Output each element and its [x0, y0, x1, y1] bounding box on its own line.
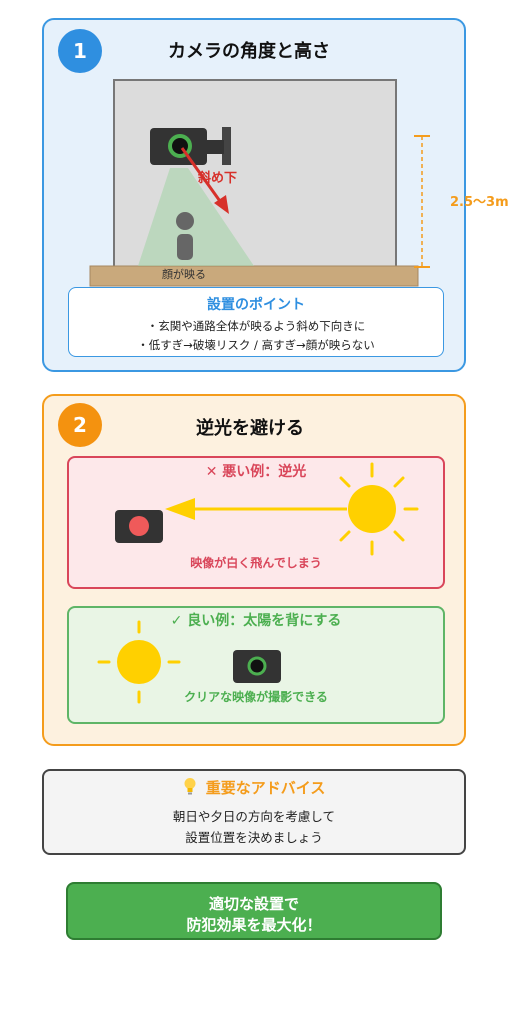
- advice-header: 重要なアドバイス: [44, 777, 464, 798]
- advice-line: 設置位置を決めましょう: [185, 830, 323, 845]
- installation-point-item: ・低すぎ→破壊リスク / 高すぎ→顔が映らない: [137, 338, 375, 352]
- good-example-box: ✓ 良い例：太陽を背にする クリアな映像が撮影できる: [67, 606, 445, 724]
- bad-example-box: ✕ 悪い例：逆光: [67, 456, 445, 589]
- good-example-diagram: [97, 620, 281, 704]
- bad-example-title: ✕ 悪い例：逆光: [205, 464, 307, 480]
- floor: [89, 265, 418, 286]
- bad-example-caption: 映像が白く飛んでしまう: [190, 556, 322, 570]
- camera-angle-title: カメラの角度と高さ: [168, 41, 330, 62]
- height-marker: [413, 134, 430, 268]
- advice-box: 重要なアドバイス 朝日や夕日の方向を考慮して 設置位置を決めましょう: [42, 769, 466, 855]
- angle-arrow: [180, 146, 229, 214]
- installation-point-title: 設置のポイント: [207, 297, 305, 313]
- camera-view-cone: [137, 167, 254, 266]
- backlight-title: 逆光を避ける: [196, 418, 304, 439]
- cta-line: 防犯効果を最大化！: [186, 916, 322, 934]
- person-icon: [175, 211, 194, 260]
- good-example-title: ✓ 良い例：太陽を背にする: [170, 613, 342, 629]
- sunlight-arrow: [165, 498, 347, 520]
- camera-angle-card: 1 カメラの角度と高さ 斜め下 顔が映: [42, 18, 509, 372]
- camera-lens-red-icon: [115, 510, 163, 543]
- backlight-card: 2 逆光を避ける ✕ 悪い例：逆光: [42, 394, 466, 746]
- cta-banner: 適切な設置で 防犯効果を最大化！: [66, 882, 442, 940]
- angle-label: 斜め下: [198, 171, 238, 186]
- sun-icon: [97, 620, 181, 704]
- camera-angle-diagram: [89, 78, 430, 286]
- step-badge-1: 1: [58, 29, 102, 73]
- face-label: 顔が映る: [162, 268, 206, 281]
- good-example-caption: クリアな映像が撮影できる: [184, 690, 328, 704]
- bad-example-diagram: [115, 462, 419, 556]
- installation-point-item: ・玄関や通路全体が映るよう斜め下向きに: [146, 319, 366, 333]
- advice-line: 朝日や夕日の方向を考慮して: [172, 809, 336, 824]
- installation-point-box: 設置のポイント ・玄関や通路全体が映るよう斜め下向きに ・低すぎ→破壊リスク /…: [68, 287, 444, 357]
- advice-title: 重要なアドバイス: [205, 779, 326, 797]
- cta-line: 適切な設置で: [208, 895, 299, 913]
- height-label: 2.5〜3m: [450, 195, 509, 210]
- security-camera-icon: [149, 126, 231, 165]
- step-badge-2: 2: [58, 403, 102, 447]
- camera-lens-green-icon: [233, 650, 281, 683]
- lightbulb-icon: [184, 778, 196, 795]
